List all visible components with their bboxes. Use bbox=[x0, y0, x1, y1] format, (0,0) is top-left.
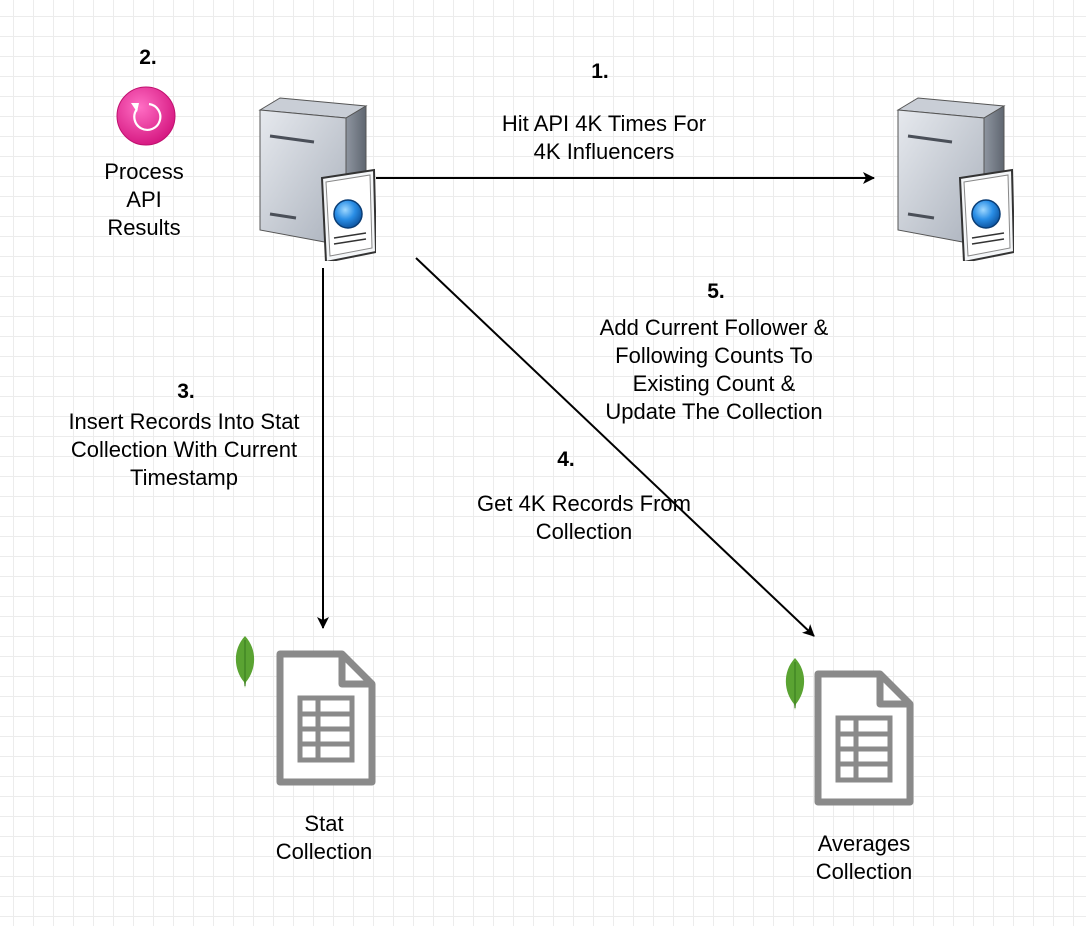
step-1-number: 1. bbox=[591, 60, 609, 83]
refresh-process-icon bbox=[116, 86, 176, 146]
mongodb-leaf-icon bbox=[785, 657, 805, 711]
step-3-number: 3. bbox=[177, 380, 195, 403]
stat-collection-label: Stat Collection bbox=[275, 811, 373, 864]
step-5-label: Add Current Follower & Following Counts … bbox=[599, 315, 829, 424]
mongodb-leaf-icon bbox=[235, 635, 255, 689]
step-4-label: Get 4K Records From Collection bbox=[477, 491, 691, 544]
averages-collection-label: Averages Collection bbox=[815, 831, 913, 884]
api-server-icon bbox=[896, 96, 1014, 261]
averages-collection-spreadsheet-icon bbox=[818, 674, 910, 802]
stat-collection-spreadsheet-icon bbox=[280, 654, 372, 782]
step-4-number: 4. bbox=[557, 448, 575, 471]
step-1-label: Hit API 4K Times For 4K Influencers bbox=[501, 111, 707, 164]
step-5-number: 5. bbox=[707, 280, 725, 303]
app-server-icon bbox=[258, 96, 376, 261]
step-3-label: Insert Records Into Stat Collection With… bbox=[68, 409, 300, 490]
step-2-number: 2. bbox=[139, 46, 157, 69]
arrow-averages bbox=[415, 257, 815, 637]
step-2-label: Process API Results bbox=[104, 159, 184, 240]
